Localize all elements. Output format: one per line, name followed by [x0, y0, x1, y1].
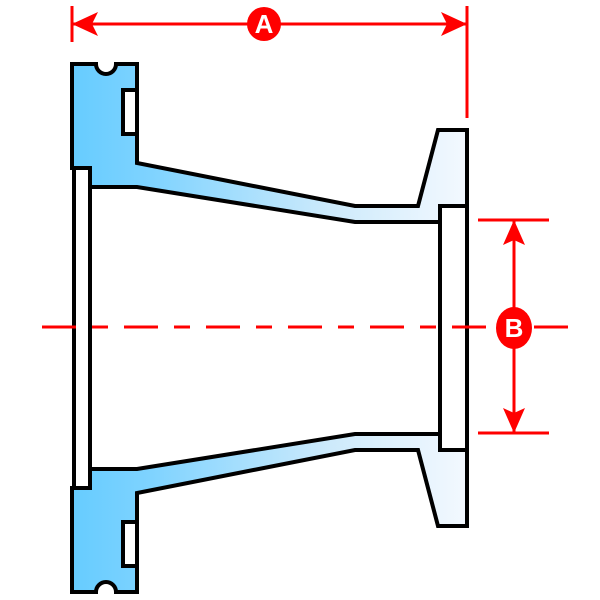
bottom-groove	[121, 520, 139, 568]
dimension-label-a: A	[247, 7, 281, 41]
top-groove	[121, 88, 139, 136]
bottom-body-section	[70, 432, 469, 594]
left-flange-face	[72, 166, 92, 490]
top-body-section	[70, 62, 469, 224]
dimension-label-b: B	[496, 307, 532, 349]
